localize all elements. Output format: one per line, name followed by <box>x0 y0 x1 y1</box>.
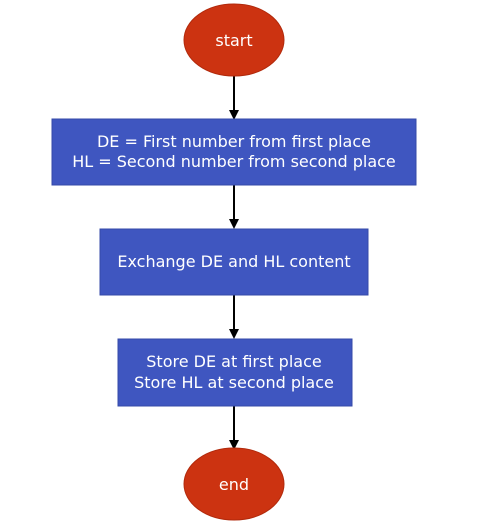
store-node: Store DE at first place Store HL at seco… <box>117 338 353 407</box>
exchange-shape <box>99 228 369 296</box>
load-numbers-line-2: HL = Second number from second place <box>72 152 396 171</box>
start-node: start <box>183 3 285 77</box>
start-label: start <box>215 31 252 50</box>
start-shape <box>183 3 285 77</box>
exchange-node: Exchange DE and HL content <box>99 228 369 296</box>
store-shape <box>117 338 353 407</box>
end-shape <box>183 447 285 521</box>
load-numbers-node: DE = First number from first place HL = … <box>51 118 417 186</box>
store-line-2: Store HL at second place <box>134 373 334 392</box>
end-node: end <box>183 447 285 521</box>
store-line-1: Store DE at first place <box>146 352 321 371</box>
end-label: end <box>219 475 249 494</box>
load-numbers-line-1: DE = First number from first place <box>97 132 371 151</box>
exchange-label: Exchange DE and HL content <box>117 252 350 271</box>
load-numbers-shape <box>51 118 417 186</box>
